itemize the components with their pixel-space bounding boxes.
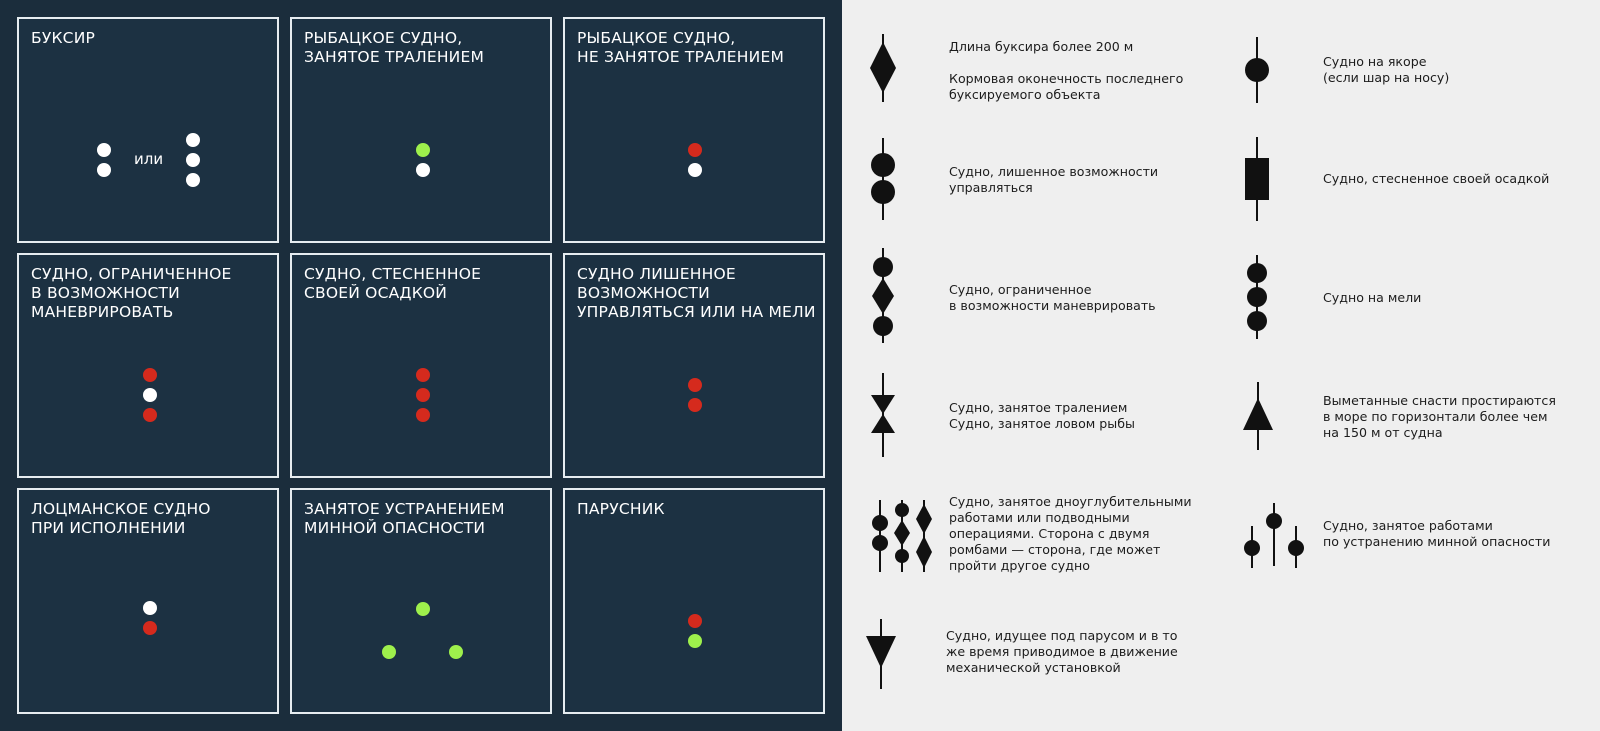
- or-label: или: [134, 150, 164, 168]
- card-constrained-draught: СУДНО, СТЕСНЕННОЕ СВОЕЙ ОСАДКОЙ: [290, 253, 552, 478]
- card-mine-clearance: ЗАНЯТОЕ УСТРАНЕНИЕМ МИННОЙ ОПАСНОСТИ: [290, 488, 552, 714]
- light-green: [688, 634, 702, 648]
- light-white-top: [97, 143, 111, 157]
- light-red-top: [143, 368, 157, 382]
- light-white-2: [186, 153, 200, 167]
- light-green-top: [416, 602, 430, 616]
- legend-text: Судно, занятое дноуглубительными работам…: [949, 494, 1192, 573]
- light-white: [688, 163, 702, 177]
- card-title: РЫБАЦКОЕ СУДНО, НЕ ЗАНЯТОЕ ТРАЛЕНИЕМ: [577, 29, 785, 66]
- legend-text: Судно, стесненное своей осадкой: [1323, 171, 1550, 186]
- three-balls-shape-icon: [1247, 255, 1267, 339]
- card-title: БУКСИР: [31, 29, 96, 47]
- legend-text: Судно, идущее под парусом и в то же врем…: [946, 628, 1178, 675]
- light-red-1: [416, 368, 430, 382]
- card-pilot-vessel: ЛОЦМАНСКОЕ СУДНО ПРИ ИСПОЛНЕНИИ: [17, 488, 279, 714]
- legend-text: Судно, ограниченное в возможности маневр…: [949, 282, 1156, 313]
- card-title: СУДНО, СТЕСНЕННОЕ СВОЕЙ ОСАДКОЙ: [304, 265, 482, 302]
- hourglass-cones-shape-icon: [871, 373, 895, 457]
- light-red-3: [416, 408, 430, 422]
- light-green-right: [449, 645, 463, 659]
- legend-text: Судно, занятое работами по устранению ми…: [1323, 518, 1551, 549]
- legend-text: Выметанные снасти простираются в море по…: [1323, 393, 1556, 440]
- light-white-3: [186, 173, 200, 187]
- light-white-1: [186, 133, 200, 147]
- card-title: СУДНО, ОГРАНИЧЕННОЕ В ВОЗМОЖНОСТИ МАНЕВР…: [31, 265, 232, 321]
- card-title: ЗАНЯТОЕ УСТРАНЕНИЕМ МИННОЙ ОПАСНОСТИ: [304, 500, 505, 537]
- card-title: РЫБАЦКОЕ СУДНО, ЗАНЯТОЕ ТРАЛЕНИЕМ: [304, 29, 485, 66]
- light-white-bottom: [97, 163, 111, 177]
- three-balls-triangle-shape-icon: [1244, 503, 1304, 568]
- light-white-middle: [143, 388, 157, 402]
- ball-shape-icon: [1245, 37, 1269, 103]
- light-red-bottom: [688, 398, 702, 412]
- ball-diamond-ball-shape-icon: [872, 248, 894, 343]
- legend-text: Судно, лишенное возможности управляться: [949, 164, 1159, 195]
- two-balls-shape-icon: [871, 138, 895, 220]
- diamond-shape-icon: [870, 34, 896, 102]
- light-red: [688, 614, 702, 628]
- legend-text: Судно, занятое тралением Судно, занятое …: [949, 400, 1135, 431]
- legend-text: Длина буксира более 200 м Кормовая оконе…: [949, 39, 1184, 102]
- card-title: СУДНО ЛИШЕННОЕ ВОЗМОЖНОСТИ УПРАВЛЯТЬСЯ И…: [577, 265, 816, 321]
- dredging-shapes-icon: [872, 500, 932, 572]
- light-green-left: [382, 645, 396, 659]
- card-tug: БУКСИР или: [17, 17, 279, 243]
- light-red: [143, 621, 157, 635]
- light-green: [416, 143, 430, 157]
- card-restricted-maneuver: СУДНО, ОГРАНИЧЕННОЕ В ВОЗМОЖНОСТИ МАНЕВР…: [17, 253, 279, 478]
- legend-text: Судно на якоре (если шар на носу): [1323, 54, 1450, 85]
- cylinder-shape-icon: [1245, 137, 1269, 221]
- legend-text: Судно на мели: [1323, 290, 1422, 305]
- light-red-bottom: [143, 408, 157, 422]
- light-red-top: [688, 378, 702, 392]
- card-fishing-trawling: РЫБАЦКОЕ СУДНО, ЗАНЯТОЕ ТРАЛЕНИЕМ: [290, 17, 552, 243]
- cone-down-shape-icon: [866, 619, 896, 689]
- card-title: ПАРУСНИК: [577, 500, 665, 518]
- card-sailing-vessel: ПАРУСНИК: [563, 488, 825, 714]
- cone-up-shape-icon: [1243, 382, 1273, 450]
- card-title: ЛОЦМАНСКОЕ СУДНО ПРИ ИСПОЛНЕНИИ: [31, 500, 211, 537]
- day-shapes-legend: Длина буксира более 200 м Кормовая оконе…: [842, 0, 1600, 731]
- card-fishing-not-trawling: РЫБАЦКОЕ СУДНО, НЕ ЗАНЯТОЕ ТРАЛЕНИЕМ: [563, 17, 825, 243]
- light-white: [143, 601, 157, 615]
- light-red: [688, 143, 702, 157]
- light-white: [416, 163, 430, 177]
- navigation-lights-panel: БУКСИР или РЫБАЦКОЕ СУДНО, ЗАНЯТОЕ ТРАЛЕ…: [0, 0, 842, 731]
- light-red-2: [416, 388, 430, 402]
- card-not-under-command: СУДНО ЛИШЕННОЕ ВОЗМОЖНОСТИ УПРАВЛЯТЬСЯ И…: [563, 253, 825, 478]
